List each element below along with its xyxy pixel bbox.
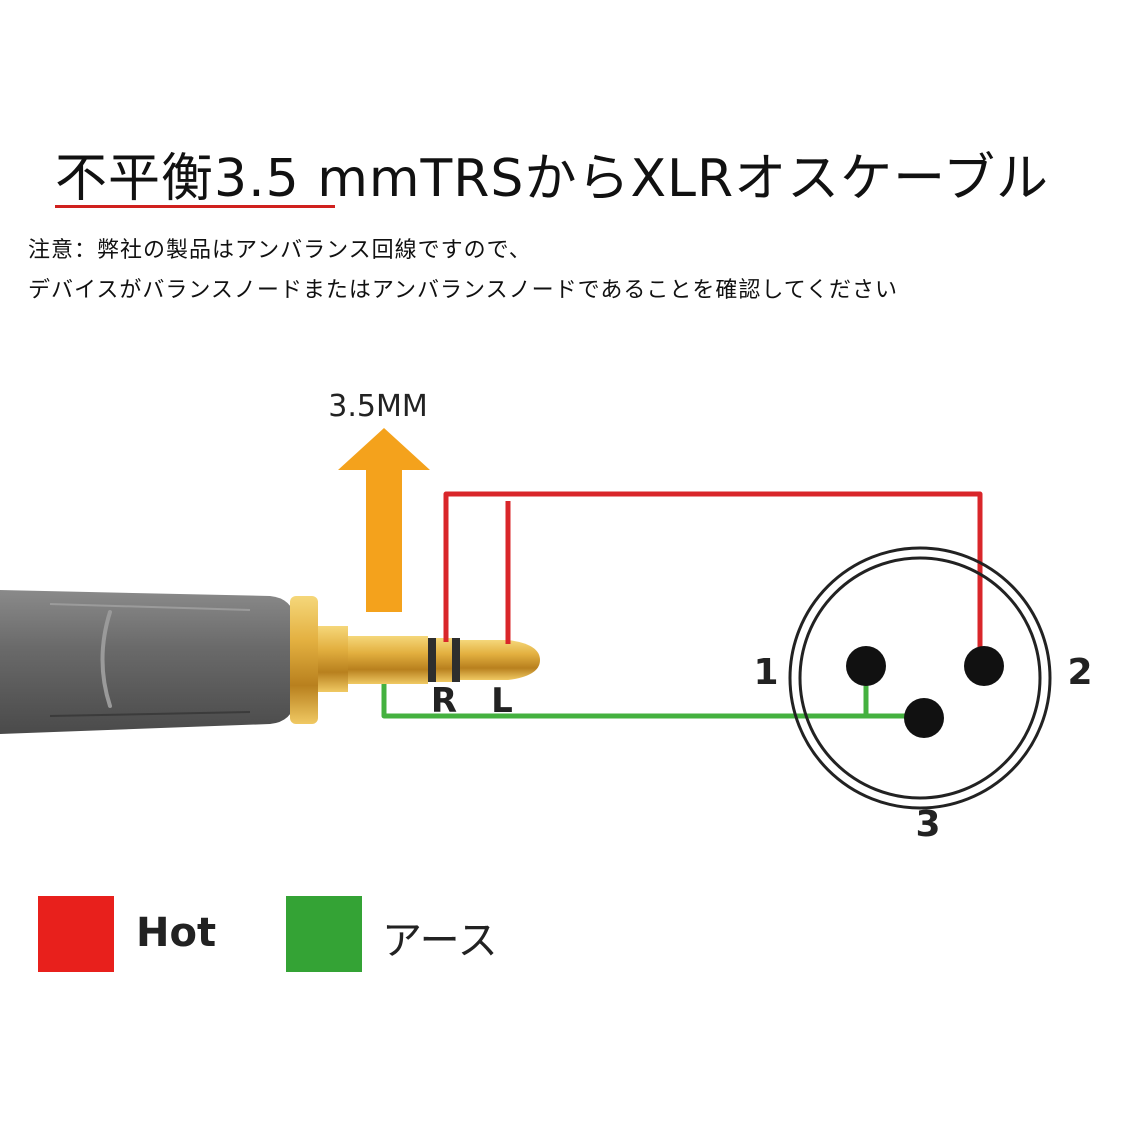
plug-housing — [0, 590, 296, 734]
legend-hot-swatch — [38, 896, 114, 972]
tip-label-l: L — [491, 681, 513, 721]
up-arrow-icon — [338, 428, 430, 612]
xlr-pin-2-label: 2 — [1067, 652, 1092, 693]
xlr-pin-1 — [846, 646, 886, 686]
legend-earth-label: アース — [382, 918, 498, 964]
plug-size-label: 3.5MM — [328, 389, 427, 424]
page-title: 不平衡3.5 mmTRSからXLRオスケーブル — [55, 149, 1050, 209]
note-line-2: デバイスがバランスノードまたはアンバランスノードであることを確認してください — [28, 278, 899, 303]
xlr-pin-3-label: 3 — [915, 804, 940, 845]
note-line-1: 注意：弊社の製品はアンバランス回線ですので、 — [28, 238, 532, 263]
legend-earth-swatch — [286, 896, 362, 972]
hot-wire — [443, 491, 983, 664]
title-underline — [55, 205, 335, 208]
legend-hot-label: Hot — [136, 910, 217, 956]
xlr-pin-1-label: 1 — [753, 652, 778, 693]
xlr-pin-2 — [964, 646, 1004, 686]
plug-gold-shaft — [290, 596, 540, 724]
ring-label-r: R — [431, 681, 457, 721]
xlr-connector — [788, 546, 1052, 810]
xlr-pin-3 — [904, 698, 944, 738]
